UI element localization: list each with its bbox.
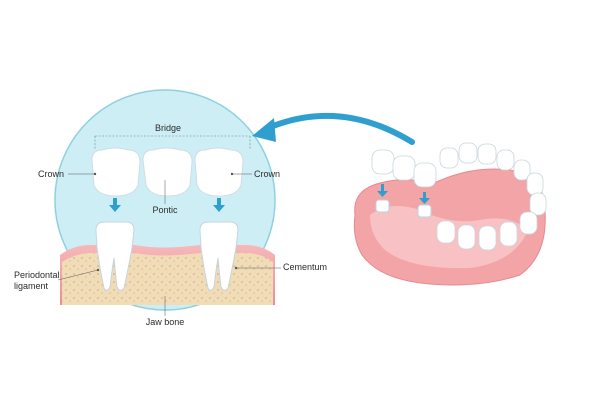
label-bridge: Bridge — [155, 123, 181, 133]
label-crown-right: Crown — [254, 169, 280, 179]
jaw-cross-section — [60, 221, 275, 305]
label-periodontal-1: Periodontal — [14, 270, 60, 280]
abutment-tooth-left — [95, 221, 135, 291]
label-pontic: Pontic — [152, 205, 178, 215]
jaw-bone — [62, 252, 273, 305]
label-jaw-bone: Jaw bone — [146, 317, 185, 327]
label-cementum: Cementum — [283, 262, 327, 272]
bridge-crowns — [91, 147, 244, 197]
jaw-abutment-posts — [375, 199, 432, 218]
crown-right-tooth — [194, 147, 244, 197]
crown-left-tooth — [91, 147, 141, 197]
jaw-bridge-arrows — [377, 184, 430, 204]
curved-arrow — [252, 112, 415, 145]
abutment-tooth-right — [199, 221, 239, 291]
bridge-bracket — [94, 135, 251, 150]
jaw-teeth — [436, 142, 547, 251]
jaw-bridge — [371, 149, 437, 188]
down-arrows — [109, 198, 225, 212]
label-periodontal-2: ligament — [14, 281, 49, 291]
lower-jaw-model — [353, 142, 547, 286]
pontic-tooth — [142, 147, 193, 197]
label-crown-left: Crown — [38, 169, 64, 179]
